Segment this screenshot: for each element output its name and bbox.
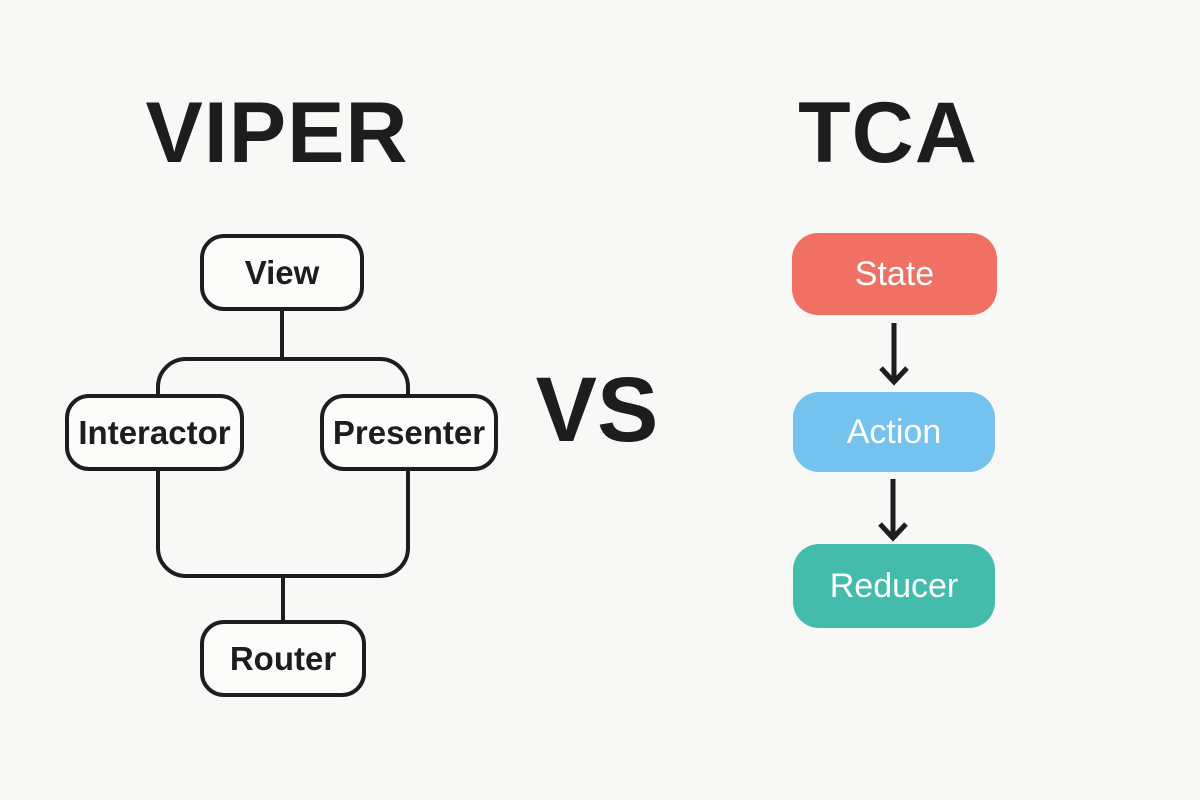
router-node: Router: [200, 620, 366, 697]
action-node: Action: [793, 392, 995, 472]
view-node-label: View: [244, 253, 320, 291]
interactor-node: Interactor: [65, 394, 244, 471]
action-node-label: Action: [846, 412, 942, 451]
presenter-node: Presenter: [320, 394, 498, 471]
arrow-action-to-reducer-icon: [878, 479, 908, 542]
router-node-label: Router: [229, 639, 337, 677]
connector-hub-to-router: [281, 575, 285, 623]
viper-title: VIPER: [145, 85, 409, 181]
reducer-node: Reducer: [793, 544, 995, 628]
state-node-label: State: [854, 254, 935, 293]
interactor-node-label: Interactor: [78, 413, 231, 451]
state-node: State: [792, 233, 997, 315]
vs-label: VS: [535, 359, 659, 461]
arrow-state-to-action-icon: [879, 323, 909, 386]
tca-title: TCA: [798, 85, 978, 181]
connector-view-to-hub: [280, 310, 284, 360]
reducer-node-label: Reducer: [829, 566, 959, 605]
view-node: View: [200, 234, 364, 311]
presenter-node-label: Presenter: [332, 413, 486, 451]
